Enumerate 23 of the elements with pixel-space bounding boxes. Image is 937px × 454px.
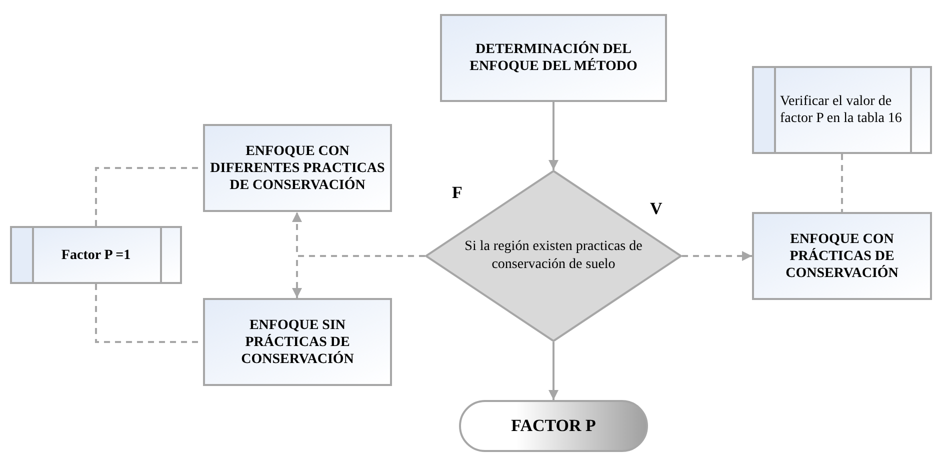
arrow (548, 102, 558, 170)
node-text: FACTOR P (511, 415, 596, 438)
branch-label: F (452, 182, 462, 204)
process-box (203, 298, 392, 386)
arrow (682, 251, 752, 261)
arrow (548, 342, 558, 400)
node-text: Factor P =1 (61, 246, 131, 264)
process-box (440, 14, 667, 102)
node-text: DETERMINACIÓN DEL ENFOQUE DEL MÉTODO (468, 41, 638, 75)
arrow (292, 255, 425, 298)
terminal-box (459, 400, 648, 452)
node-text: Verificar el valor de factor P en la tabla 16 (780, 93, 903, 127)
subprocess-box (10, 226, 182, 284)
decision-diamond (425, 170, 682, 342)
node-text: ENFOQUE CON DIFERENTES PRACTICAS DE CONSERVACIÓN (209, 142, 386, 194)
node-text: ENFOQUE SIN PRÁCTICAS DE CONSERVACIÓN (240, 316, 355, 368)
subprocess-box (752, 66, 932, 154)
process-box (203, 124, 392, 212)
branch-label: V (650, 198, 662, 220)
process-box (752, 212, 932, 300)
node-text: ENFOQUE CON PRÁCTICAS DE CONSERVACIÓN (784, 230, 900, 282)
connector-line (841, 154, 843, 212)
node-text: Si la región existen practicas de conservación de suelo (464, 238, 644, 274)
